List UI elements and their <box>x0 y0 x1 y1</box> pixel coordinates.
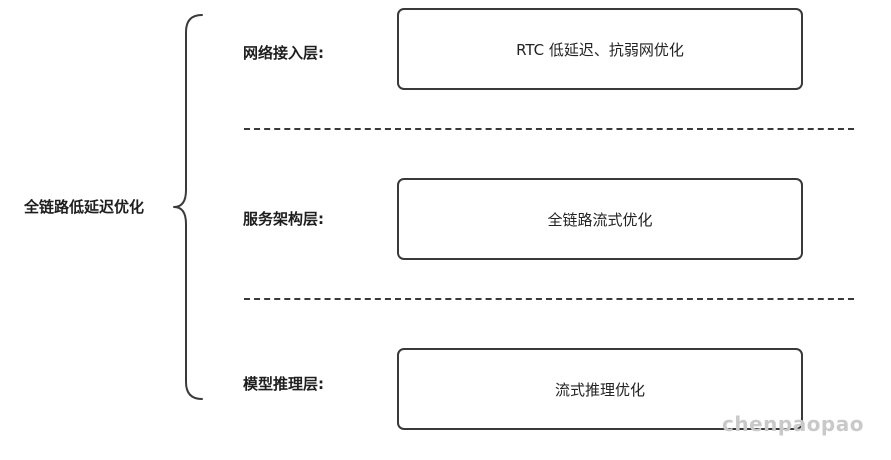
dashed-divider <box>244 298 854 300</box>
left-curly-brace <box>173 14 203 400</box>
root-node-label: 全链路低延迟优化 <box>24 198 145 216</box>
dashed-divider <box>244 128 854 130</box>
layer-label-model: 模型推理层: <box>243 375 324 393</box>
layer-label-service: 服务架构层: <box>243 210 324 228</box>
layer-box-network: RTC 低延迟、抗弱网优化 <box>397 8 803 90</box>
watermark-text: chenpaopao <box>721 412 864 436</box>
layer-box-service: 全链路流式优化 <box>397 178 803 260</box>
layer-box-model: 流式推理优化 <box>397 348 803 430</box>
layer-label-network: 网络接入层: <box>243 44 324 62</box>
